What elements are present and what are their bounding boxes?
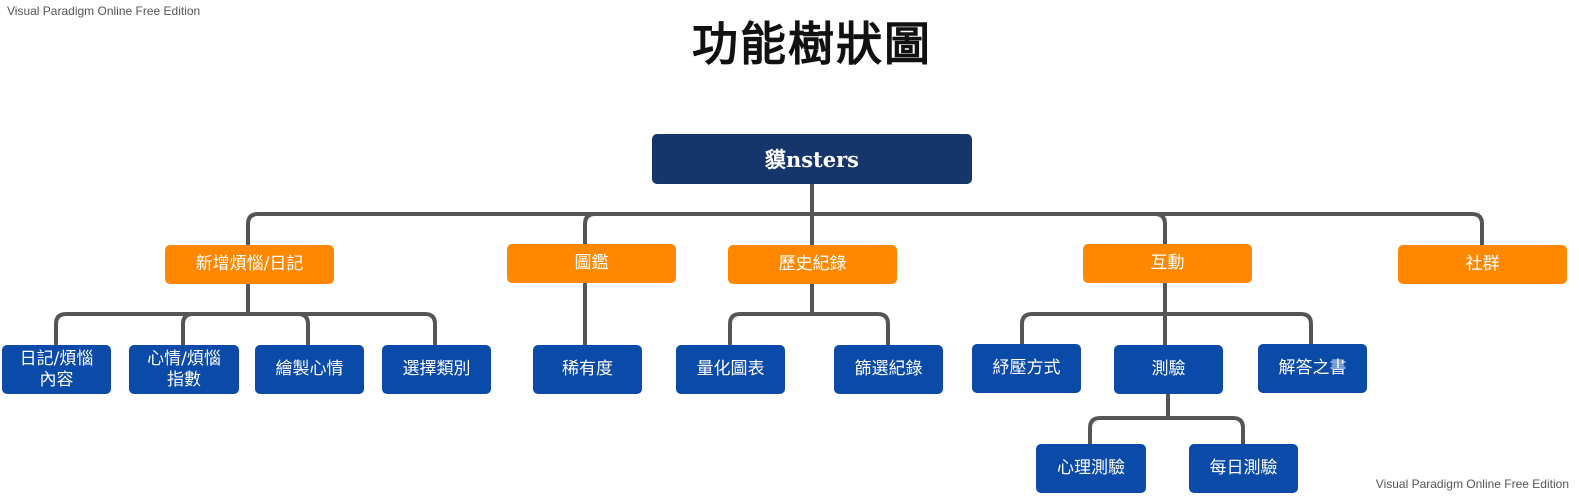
- leaf-draw-mood[interactable]: 繪製心情: [255, 345, 364, 394]
- connector-add-worry-bus: [54, 312, 437, 346]
- category-gallery[interactable]: 圖鑑: [507, 244, 676, 283]
- leaf-quantified-chart[interactable]: 量化圖表: [676, 345, 785, 394]
- connector-to-add-worry: [246, 212, 260, 246]
- connector-root-bus: [256, 212, 1484, 246]
- leaf-diary-worry-content[interactable]: 日記/煩惱 內容: [2, 345, 111, 394]
- leaf-quiz[interactable]: 測驗: [1114, 345, 1223, 394]
- connector-to-draw-mood: [296, 312, 310, 346]
- leaf-psychology-quiz[interactable]: 心理測驗: [1036, 444, 1146, 493]
- category-history[interactable]: 歷史紀錄: [728, 245, 897, 284]
- connector-to-gallery: [583, 212, 597, 246]
- leaf-daily-quiz[interactable]: 每日測驗: [1189, 444, 1298, 493]
- connector-quiz-bus: [1088, 416, 1245, 446]
- leaf-answer-book[interactable]: 解答之書: [1258, 344, 1367, 393]
- watermark-bottom: Visual Paradigm Online Free Edition: [1375, 477, 1569, 491]
- leaf-stress-relief[interactable]: 紓壓方式: [972, 344, 1081, 393]
- connector-to-mood-index: [181, 312, 195, 346]
- leaf-mood-worry-index[interactable]: 心情/煩惱 指數: [129, 345, 239, 394]
- root-node[interactable]: 貘nsters: [652, 134, 972, 184]
- connector-history-bus: [728, 312, 890, 346]
- category-interaction[interactable]: 互動: [1083, 244, 1252, 283]
- category-community[interactable]: 社群: [1398, 245, 1567, 284]
- leaf-filter-records[interactable]: 篩選紀錄: [834, 345, 943, 394]
- leaf-choose-category[interactable]: 選擇類別: [382, 345, 491, 394]
- watermark-top: Visual Paradigm Online Free Edition: [7, 4, 201, 18]
- connector-interaction-bus: [1020, 312, 1313, 346]
- connector-to-interaction: [1153, 212, 1167, 246]
- leaf-rarity[interactable]: 稀有度: [533, 345, 642, 394]
- category-add-worry-diary[interactable]: 新增煩惱/日記: [165, 245, 334, 284]
- diagram-title: 功能樹狀圖: [692, 17, 932, 71]
